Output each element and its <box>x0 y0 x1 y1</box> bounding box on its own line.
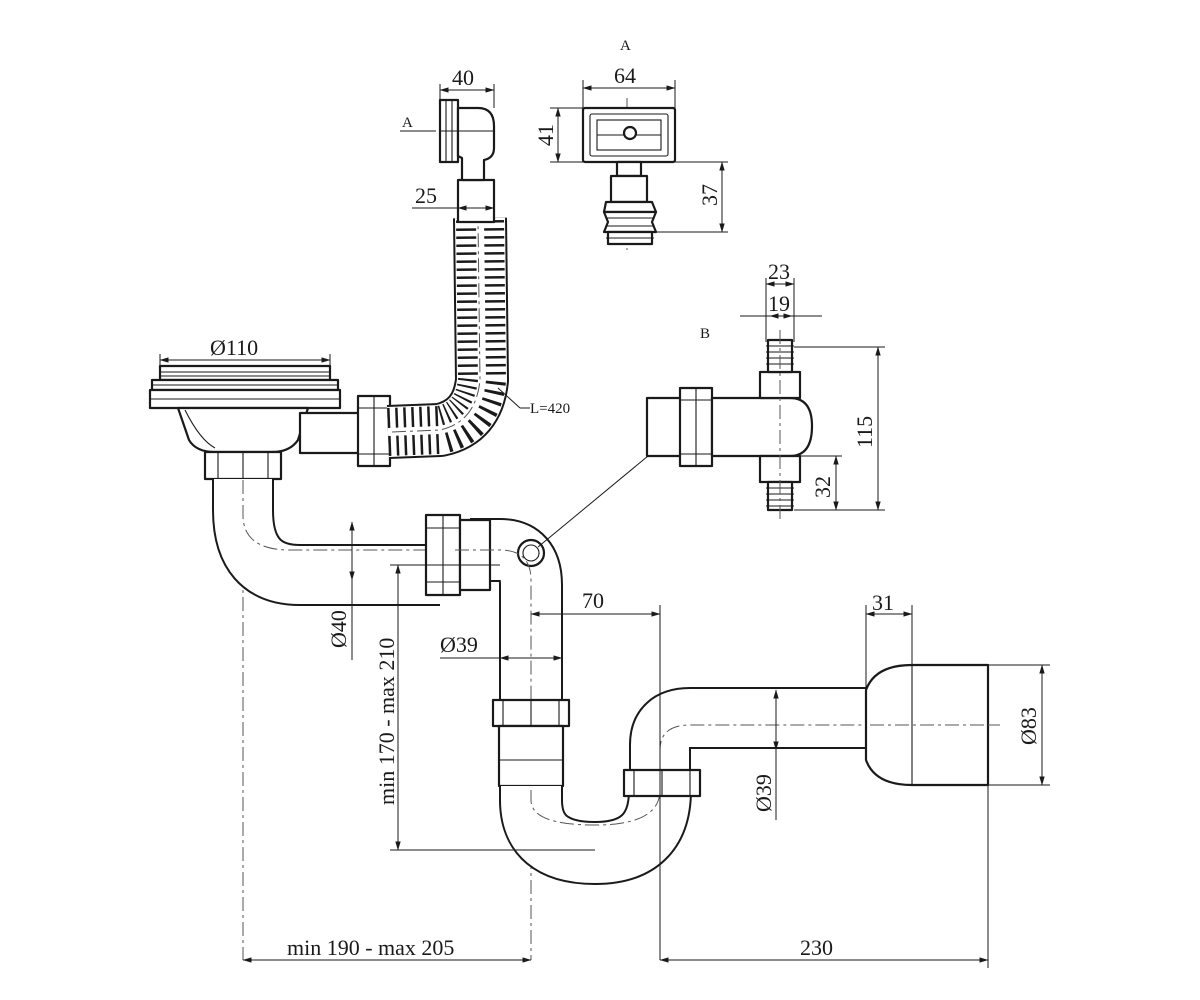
dimension-70: 70 <box>530 588 661 960</box>
dimension-19: 19 <box>740 291 822 319</box>
hose-length-label: L=420 <box>530 401 570 417</box>
section-a-marker: A <box>400 115 436 132</box>
dim-label-d40: Ø40 <box>326 610 351 648</box>
dim-label-230: 230 <box>800 935 833 960</box>
view-a-overflow-head: A <box>581 38 677 246</box>
dimension-d40: Ø40 <box>326 521 355 660</box>
hose-length-callout: L=420 <box>497 387 570 417</box>
dim-label-70: 70 <box>582 588 604 613</box>
overflow-head-side <box>438 98 496 224</box>
dim-label-23: 23 <box>768 259 790 284</box>
dimension-d39-outlet-pipe: Ø39 <box>751 689 779 820</box>
section-a-marker-label: A <box>402 115 413 131</box>
dimension-width-range: min 190 - max 205 <box>242 935 532 963</box>
dimension-230: 230 <box>659 785 989 968</box>
dim-label-height-range: min 170 - max 210 <box>374 638 399 805</box>
dimension-d110: Ø110 <box>159 335 331 366</box>
dim-label-32: 32 <box>810 476 835 498</box>
dimension-31: 31 <box>865 590 913 690</box>
dim-label-25: 25 <box>415 183 437 208</box>
view-b-leader <box>537 455 649 548</box>
dimension-25: 25 <box>412 183 495 222</box>
dimension-40: 40 <box>439 65 495 108</box>
dim-label-19: 19 <box>768 291 790 316</box>
dim-label-d110: Ø110 <box>210 335 258 360</box>
sink-strainer <box>148 364 342 481</box>
overflow-side-pipe <box>298 394 392 468</box>
outlet-socket <box>864 663 1000 787</box>
dim-label-64: 64 <box>614 63 636 88</box>
dimension-37: 37 <box>646 161 728 233</box>
dim-label-40: 40 <box>452 65 474 90</box>
dim-label-37: 37 <box>697 184 722 206</box>
view-a-title: A <box>620 38 631 54</box>
view-b-tee: B <box>645 326 814 520</box>
dimension-d39-vertical-pipe: Ø39 <box>440 632 563 661</box>
dim-label-115: 115 <box>852 416 877 448</box>
dim-label-d83: Ø83 <box>1016 707 1041 745</box>
dimension-d83: Ø83 <box>912 664 1050 786</box>
inlet-pipe-and-bend <box>212 479 440 606</box>
dimension-41: 41 <box>533 107 583 163</box>
dim-label-41: 41 <box>533 124 558 146</box>
dimension-32: 32 <box>800 455 842 511</box>
dimension-115: 115 <box>794 346 885 511</box>
dim-label-width-range: min 190 - max 205 <box>287 935 454 960</box>
view-b-title: B <box>700 326 710 342</box>
vertical-trap-pipe <box>491 698 571 788</box>
corrugated-overflow-hose <box>386 217 509 459</box>
horizontal-junction <box>424 513 563 700</box>
dim-label-d39-outlet: Ø39 <box>751 774 776 812</box>
dimension-23: 23 <box>765 259 795 342</box>
dim-label-d39-vertical: Ø39 <box>440 632 478 657</box>
u-bend <box>499 758 692 885</box>
dimension-height-range: min 170 - max 210 <box>374 564 595 851</box>
dim-label-31: 31 <box>872 590 894 615</box>
outlet-riser <box>622 687 870 798</box>
dimension-64: 64 <box>582 63 676 108</box>
